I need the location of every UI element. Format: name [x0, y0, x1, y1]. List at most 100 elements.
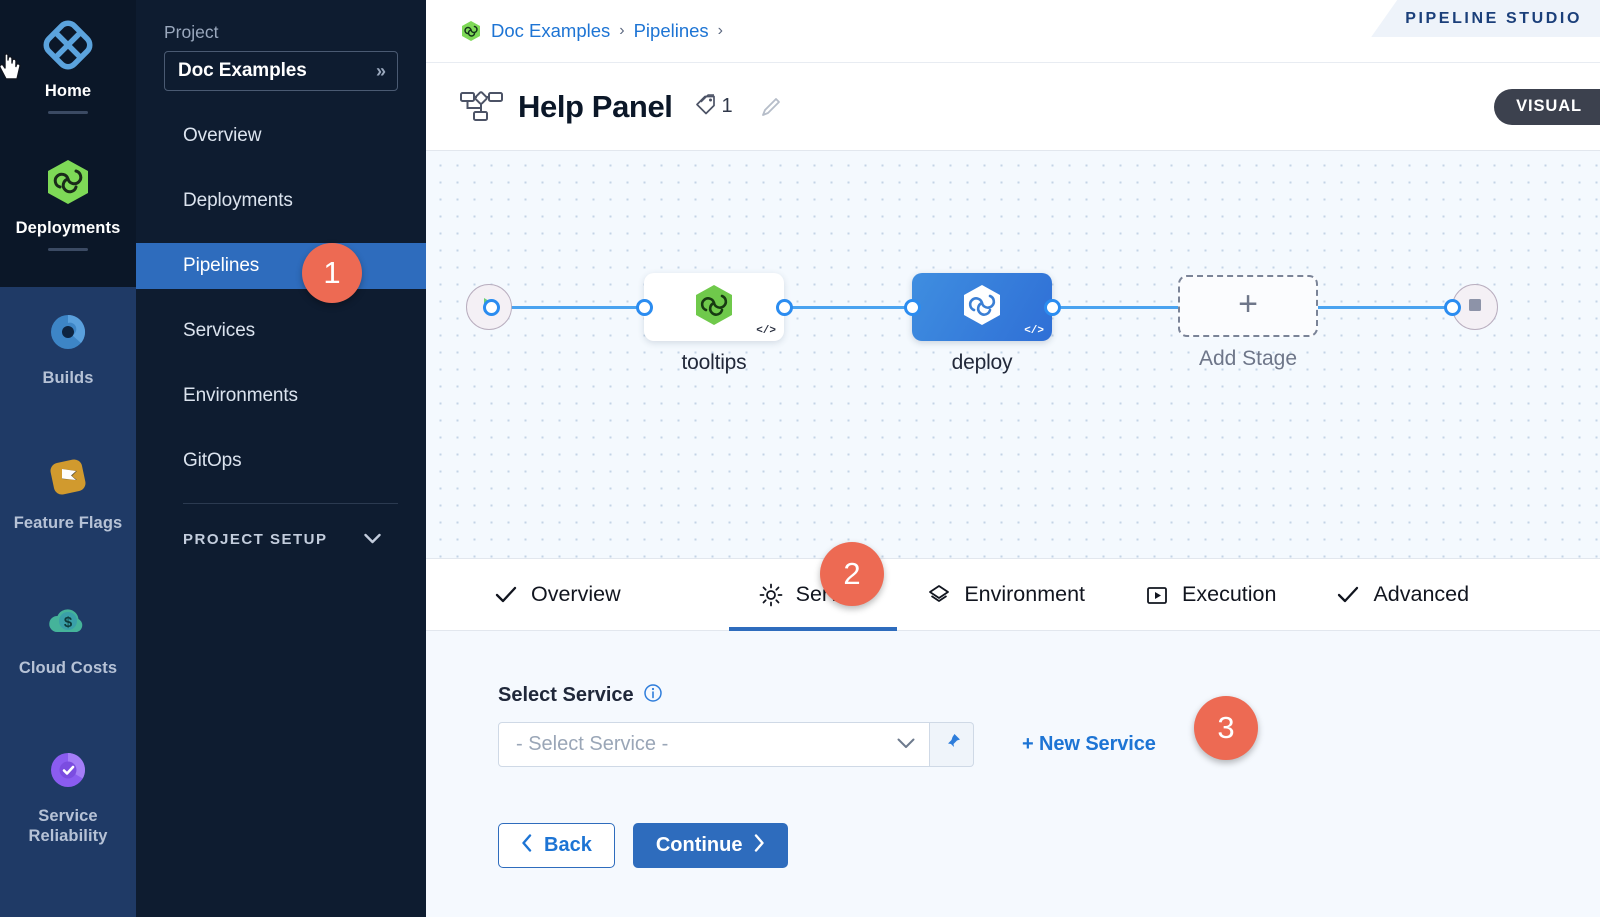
tab-advanced[interactable]: Advanced — [1306, 559, 1499, 630]
select-service-label: Select Service — [498, 684, 634, 706]
back-button-label: Back — [544, 834, 592, 856]
stage-code-badge: </> — [1024, 325, 1044, 337]
tab-label: Execution — [1182, 582, 1277, 606]
pin-service-button[interactable] — [930, 722, 974, 767]
step-badge-1: 1 — [302, 243, 362, 303]
breadcrumb-link-project[interactable]: Doc Examples — [491, 20, 611, 41]
module-item-label: Cloud Costs — [18, 659, 118, 677]
page-title: Help Panel — [518, 88, 673, 124]
pipeline-edge — [781, 306, 921, 309]
module-item-builds[interactable]: Builds — [0, 287, 136, 432]
svg-text:$: $ — [64, 614, 73, 631]
chevron-right-icon — [753, 833, 765, 858]
select-service-label-row: Select Service — [498, 683, 1600, 708]
project-setup-label: PROJECT SETUP — [183, 531, 328, 548]
sidebar-item-environments[interactable]: Environments — [136, 373, 426, 419]
chevron-down-icon — [897, 736, 915, 754]
add-stage-label: Add Stage — [1198, 347, 1298, 370]
page-header: Help Panel 1 VISUAL — [426, 63, 1600, 151]
service-form: Select Service - Select Service - — [426, 631, 1600, 917]
feature-flags-icon — [41, 450, 95, 504]
module-item-feature-flags[interactable]: Feature Flags — [0, 432, 136, 577]
pencil-icon[interactable] — [759, 95, 783, 119]
sidebar-item-gitops[interactable]: GitOps — [136, 438, 426, 484]
double-chevron-right-icon: » — [375, 61, 386, 81]
check-icon — [494, 583, 518, 607]
tab-environment[interactable]: Environment — [897, 559, 1115, 630]
step-badge-3: 3 — [1194, 696, 1258, 760]
back-button[interactable]: Back — [498, 823, 615, 868]
sidebar-item-deployments[interactable]: Deployments — [136, 178, 426, 224]
module-rail: Home Deployments — [0, 0, 136, 917]
project-hexagon-icon — [460, 20, 482, 42]
tab-overview[interactable]: Overview — [464, 559, 651, 630]
check-icon — [1336, 583, 1360, 607]
pipeline-port[interactable] — [904, 299, 921, 316]
module-item-cloud-costs[interactable]: $ Cloud Costs — [0, 577, 136, 725]
harness-hexagon-white-icon — [960, 283, 1004, 332]
module-item-home[interactable]: Home — [0, 0, 136, 137]
pipeline-edge — [1051, 306, 1191, 309]
tab-label: Overview — [531, 582, 621, 606]
project-selector-name: Doc Examples — [178, 60, 307, 81]
sidebar-divider — [183, 503, 398, 504]
pipeline-stage-deploy[interactable]: </> — [912, 273, 1052, 341]
pipeline-port[interactable] — [776, 299, 793, 316]
sidebar-item-overview[interactable]: Overview — [136, 113, 426, 159]
tag-indicator[interactable]: 1 — [693, 91, 733, 122]
play-box-icon — [1145, 583, 1169, 607]
module-rail-lower: Builds Feature Flags $ — [0, 287, 136, 917]
module-item-service-reliability[interactable]: Service Reliability — [0, 725, 136, 885]
sidebar-item-project-setup[interactable]: PROJECT SETUP — [136, 504, 426, 548]
breadcrumb: Doc Examples › Pipelines › PIPELINE STUD… — [426, 0, 1600, 63]
gear-icon — [759, 583, 783, 607]
step-badge-2: 2 — [820, 542, 884, 606]
pipeline-edge — [1316, 306, 1461, 309]
pipeline-studio-ribbon-label: PIPELINE STUDIO — [1405, 9, 1582, 27]
tab-label: Environment — [964, 582, 1086, 606]
sidebar-item-label: Deployments — [183, 190, 293, 211]
sidebar-item-label: Pipelines — [183, 255, 260, 276]
tag-icon — [693, 91, 719, 122]
module-item-deployments[interactable]: Deployments — [0, 137, 136, 287]
form-actions: Back Continue — [498, 823, 1600, 868]
pipeline-port[interactable] — [636, 299, 653, 316]
info-icon[interactable] — [643, 683, 663, 708]
tab-execution[interactable]: Execution — [1115, 559, 1306, 630]
view-mode-badge[interactable]: VISUAL — [1494, 89, 1600, 125]
select-service-value: - Select Service - — [516, 733, 669, 755]
pipeline-canvas[interactable]: </> tooltips </> deploy + Add — [426, 151, 1600, 559]
module-active-underline — [48, 111, 88, 114]
plus-icon: + — [1238, 285, 1258, 323]
home-diamond-icon — [41, 18, 95, 72]
sidebar-item-pipelines[interactable]: Pipelines — [136, 243, 426, 289]
sidebar-item-label: Overview — [183, 125, 262, 146]
breadcrumb-separator: › — [619, 22, 625, 39]
deployments-hexagon-icon — [41, 155, 95, 209]
sidebar-item-label: GitOps — [183, 450, 242, 471]
pin-icon — [942, 732, 962, 757]
module-item-label: Home — [44, 82, 92, 100]
new-service-link[interactable]: + New Service — [1022, 733, 1156, 755]
pipeline-port[interactable] — [483, 299, 500, 316]
select-service-dropdown[interactable]: - Select Service - — [498, 722, 930, 767]
pipeline-port[interactable] — [1044, 299, 1061, 316]
module-item-label: Feature Flags — [13, 514, 123, 532]
pipeline-flow-icon — [460, 90, 504, 124]
module-active-underline — [48, 248, 88, 251]
project-selector[interactable]: Doc Examples » — [164, 51, 398, 91]
stop-square-icon — [1465, 295, 1485, 320]
sidebar-item-label: Services — [183, 320, 256, 341]
module-item-label: Deployments — [15, 219, 121, 237]
add-stage-button[interactable]: + — [1178, 275, 1318, 337]
continue-button[interactable]: Continue — [632, 823, 789, 868]
breadcrumb-separator: › — [717, 22, 723, 39]
breadcrumb-link-pipelines[interactable]: Pipelines — [633, 20, 709, 41]
pipeline-stage-tooltips[interactable]: </> — [644, 273, 784, 341]
continue-button-label: Continue — [655, 834, 743, 856]
pipeline-port[interactable] — [1444, 299, 1461, 316]
module-item-label: Builds — [42, 369, 94, 387]
tab-label: Advanced — [1373, 582, 1470, 606]
sidebar-item-services[interactable]: Services — [136, 308, 426, 354]
